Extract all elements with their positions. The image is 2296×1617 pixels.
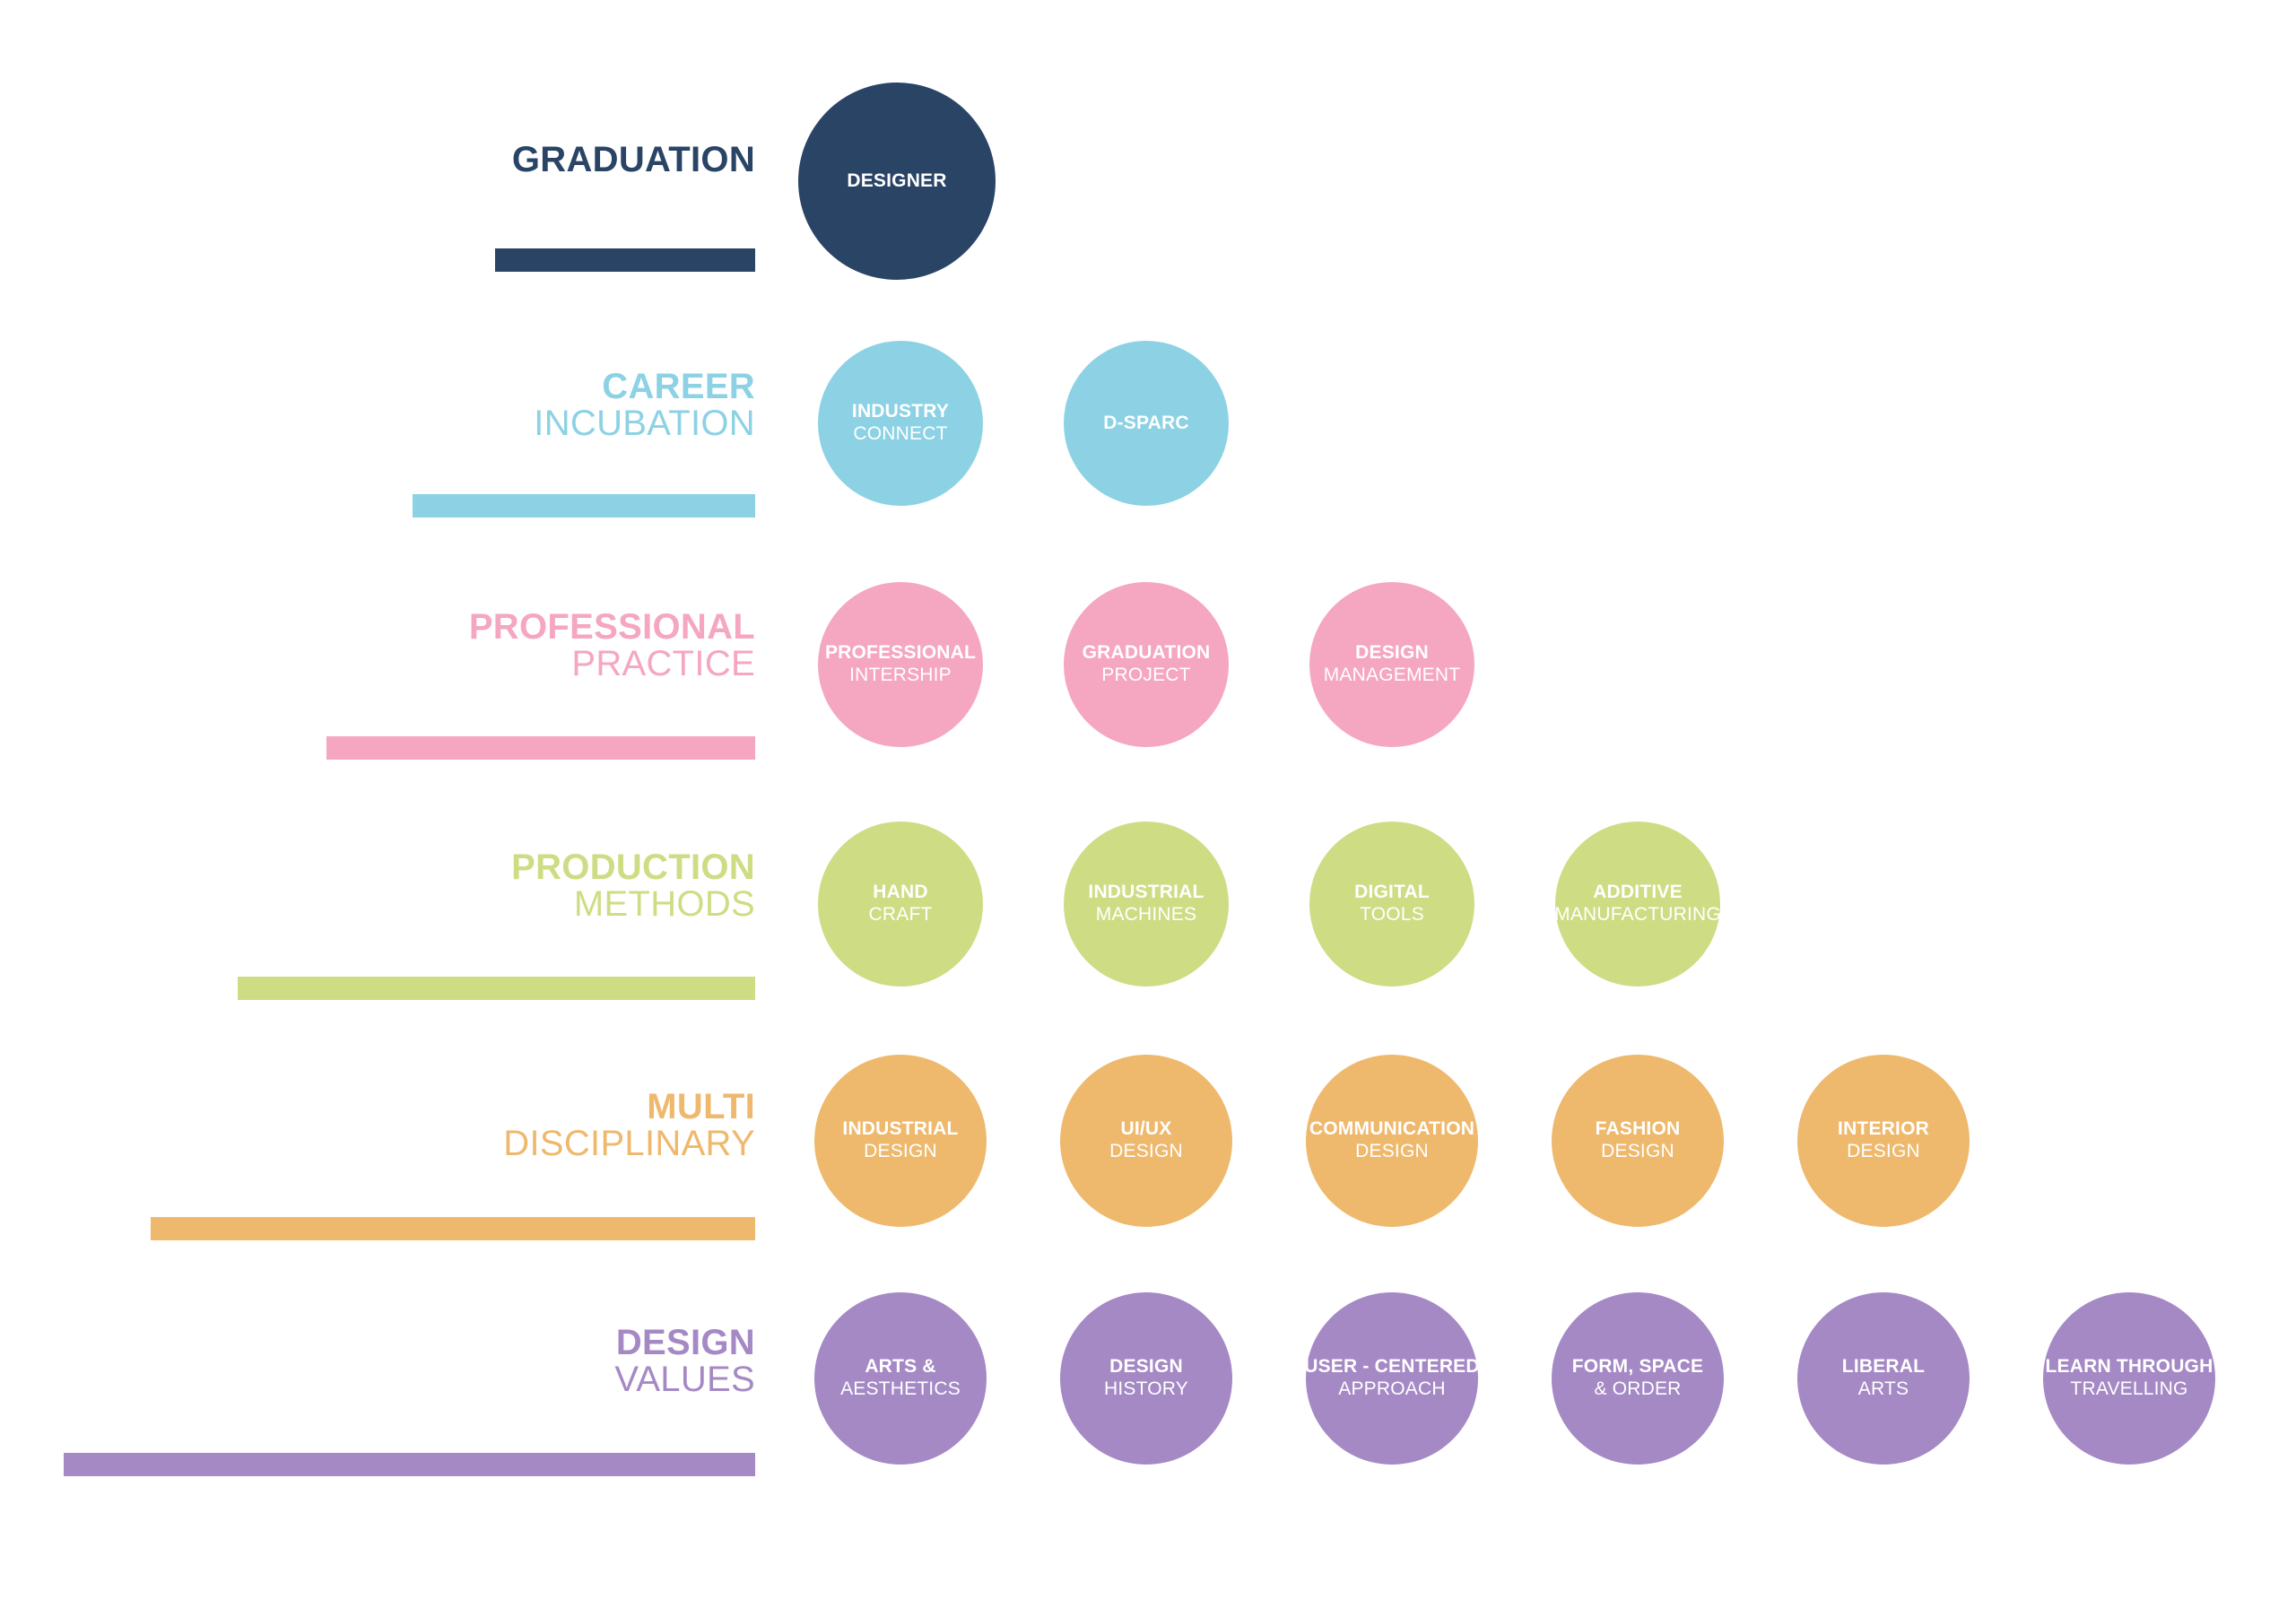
node-label-secondary: INTERSHIP	[849, 665, 952, 685]
node-label-secondary: TOOLS	[1360, 904, 1424, 925]
node-label-secondary: MANAGEMENT	[1323, 665, 1461, 685]
tier-label-primary: GRADUATION	[511, 140, 755, 179]
node-label-primary: D-SPARC	[1103, 412, 1189, 433]
node-label-primary: PROFESSIONAL	[824, 642, 977, 664]
tier-bar-graduation	[495, 248, 755, 272]
node-label-primary: INDUSTRY	[851, 401, 950, 422]
tier-label-secondary: METHODS	[573, 883, 755, 924]
node-label-primary: INTERIOR	[1838, 1118, 1929, 1140]
node-label-secondary: AESTHETICS	[840, 1378, 961, 1399]
node-label-primary: LIBERAL	[1841, 1356, 1926, 1378]
node-label-secondary: TRAVELLING	[2070, 1378, 2188, 1399]
tier-bar-professional	[326, 736, 755, 760]
tier-label-graduation: GRADUATION	[512, 142, 755, 178]
tier-bar-values	[64, 1453, 755, 1476]
node-label-primary: COMMUNICATION	[1309, 1118, 1475, 1140]
tier-bar-career	[413, 494, 755, 517]
node-label-primary: HAND	[873, 882, 928, 903]
node-label-primary: FASHION	[1595, 1118, 1681, 1140]
tier-label-primary: DESIGN	[615, 1323, 755, 1362]
node-circle[interactable]: D-SPARC	[1064, 341, 1229, 506]
node-label-secondary: DESIGN	[1601, 1141, 1674, 1161]
tier-label-primary: CAREER	[602, 367, 755, 406]
node-label-primary: ADDITIVE	[1593, 882, 1683, 903]
node-label-secondary: DESIGN	[1847, 1141, 1920, 1161]
tier-label-secondary: INCUBATION	[534, 403, 755, 443]
tier-label-secondary: VALUES	[614, 1359, 755, 1399]
node-label-secondary: DESIGN	[864, 1141, 937, 1161]
tier-bar-multi	[151, 1217, 755, 1240]
node-label-primary: ARTS &	[865, 1356, 936, 1378]
node-label-secondary: MANUFACTURING	[1554, 904, 1721, 925]
tier-label-primary: PRODUCTION	[511, 848, 755, 887]
tier-label-secondary: DISCIPLINARY	[503, 1123, 755, 1163]
node-label-primary: FORM, SPACE	[1571, 1356, 1704, 1378]
node-label-secondary: ARTS	[1857, 1378, 1909, 1399]
node-label-primary: INDUSTRIAL	[1088, 882, 1205, 903]
node-label-secondary: CRAFT	[868, 904, 933, 925]
node-label-primary: DIGITAL	[1354, 882, 1430, 903]
node-label-primary: DESIGN	[1355, 642, 1429, 664]
node-label-primary: LEARN THROUGH	[2045, 1356, 2213, 1378]
node-label-secondary: HISTORY	[1104, 1378, 1188, 1399]
node-label-secondary: DESIGN	[1109, 1141, 1183, 1161]
node-label-secondary: & ORDER	[1594, 1378, 1682, 1399]
node-label-secondary: CONNECT	[853, 423, 948, 444]
node-label-primary: USER - CENTERED	[1304, 1356, 1480, 1378]
node-label-secondary: APPROACH	[1338, 1378, 1446, 1399]
node-label-primary: DESIGNER	[847, 170, 947, 191]
node-label-primary: DESIGN	[1109, 1356, 1183, 1378]
node-label-primary: UI/UX	[1120, 1118, 1172, 1140]
tier-bar-production	[238, 977, 755, 1000]
node-label-primary: INDUSTRIAL	[842, 1118, 959, 1140]
node-label-secondary: DESIGN	[1355, 1141, 1429, 1161]
tier-label-primary: MULTI	[647, 1087, 755, 1126]
tier-label-secondary: PRACTICE	[571, 643, 755, 683]
tier-label-primary: PROFESSIONAL	[468, 607, 755, 647]
node-circle[interactable]: FORM, SPACE& ORDER	[1552, 1292, 1724, 1465]
node-circle[interactable]: DESIGNER	[798, 83, 996, 280]
node-label-secondary: MACHINES	[1095, 904, 1197, 925]
node-circle[interactable]: ARTS &AESTHETICS	[814, 1292, 987, 1465]
node-label-secondary: PROJECT	[1101, 665, 1191, 685]
node-label-primary: GRADUATION	[1082, 642, 1211, 664]
